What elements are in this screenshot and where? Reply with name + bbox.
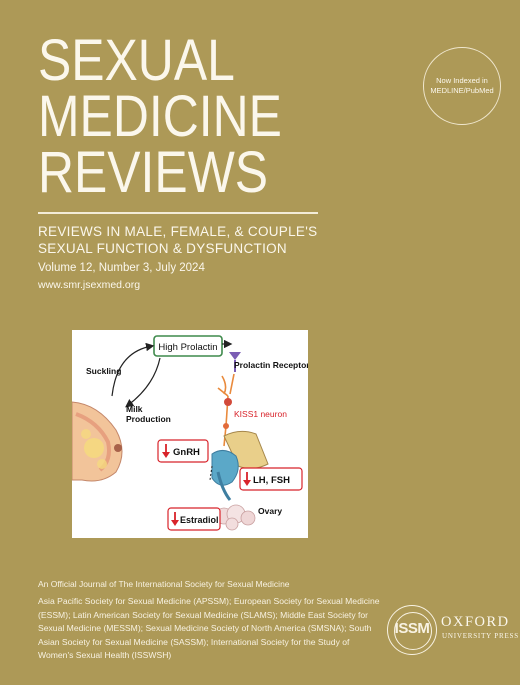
badge-line-2: MEDLINE/PubMed <box>430 86 494 95</box>
issm-logo-text: ISSM <box>394 620 430 637</box>
prolactin-diagram: High Prolactin Suckling Milk Production <box>72 335 308 531</box>
lh-fsh-box <box>239 467 303 491</box>
journal-title-line-3: REVIEWS <box>38 140 269 205</box>
prolactin-receptor-icon <box>222 339 241 372</box>
official-journal-note: An Official Journal of The International… <box>38 579 290 589</box>
suckling-label: Suckling <box>86 366 121 376</box>
volume-info: Volume 12, Number 3, July 2024 <box>38 262 205 274</box>
issm-logo: ISSM <box>387 605 437 655</box>
gnrh-label: GnRH <box>173 447 200 458</box>
journal-title-line-1: SEXUAL <box>38 28 235 93</box>
estradiol-box <box>167 507 221 531</box>
breast-illustration <box>72 401 123 482</box>
estradiol-label: Estradiol <box>180 515 219 525</box>
production-label: Production <box>126 414 171 424</box>
suckling-arrow-icon <box>111 342 155 397</box>
lh-fsh-label: LH, FSH <box>253 475 290 486</box>
medline-badge: Now Indexed in MEDLINE/PubMed <box>423 47 501 125</box>
subtitle-line-1: REVIEWS IN MALE, FEMALE, & COUPLE'S <box>38 224 318 239</box>
subtitle-line-2: SEXUAL FUNCTION & DYSFUNCTION <box>38 241 287 256</box>
milk-arrow-icon <box>125 357 161 408</box>
issm-logo-ring <box>394 612 432 650</box>
ovary-illustration <box>215 504 256 531</box>
title-divider <box>38 212 318 214</box>
kiss1-neuron-body <box>224 398 232 406</box>
affiliated-societies: Asia Pacific Society for Sexual Medicine… <box>38 596 380 661</box>
gnrh-box <box>157 439 209 463</box>
milk-label: Milk <box>126 404 143 414</box>
cover-figure: High Prolactin Suckling Milk Production <box>72 330 308 538</box>
high-prolactin-label: High Prolactin <box>158 342 217 353</box>
kiss1-neuron-dot-icon <box>223 423 229 429</box>
journal-title-line-2: MEDICINE <box>38 84 282 149</box>
pituitary-illustration <box>211 430 269 501</box>
oxford-university-press-label: UNIVERSITY PRESS <box>442 632 519 640</box>
ovary-label: Ovary <box>258 506 282 516</box>
badge-line-1: Now Indexed in <box>436 76 488 85</box>
website-link[interactable]: www.smr.jsexmed.org <box>38 279 141 291</box>
oxford-logo: OXFORD <box>441 614 510 630</box>
kiss1-label: KISS1 neuron <box>234 409 287 419</box>
prolactin-receptor-label: Prolactin Receptor <box>234 360 308 370</box>
